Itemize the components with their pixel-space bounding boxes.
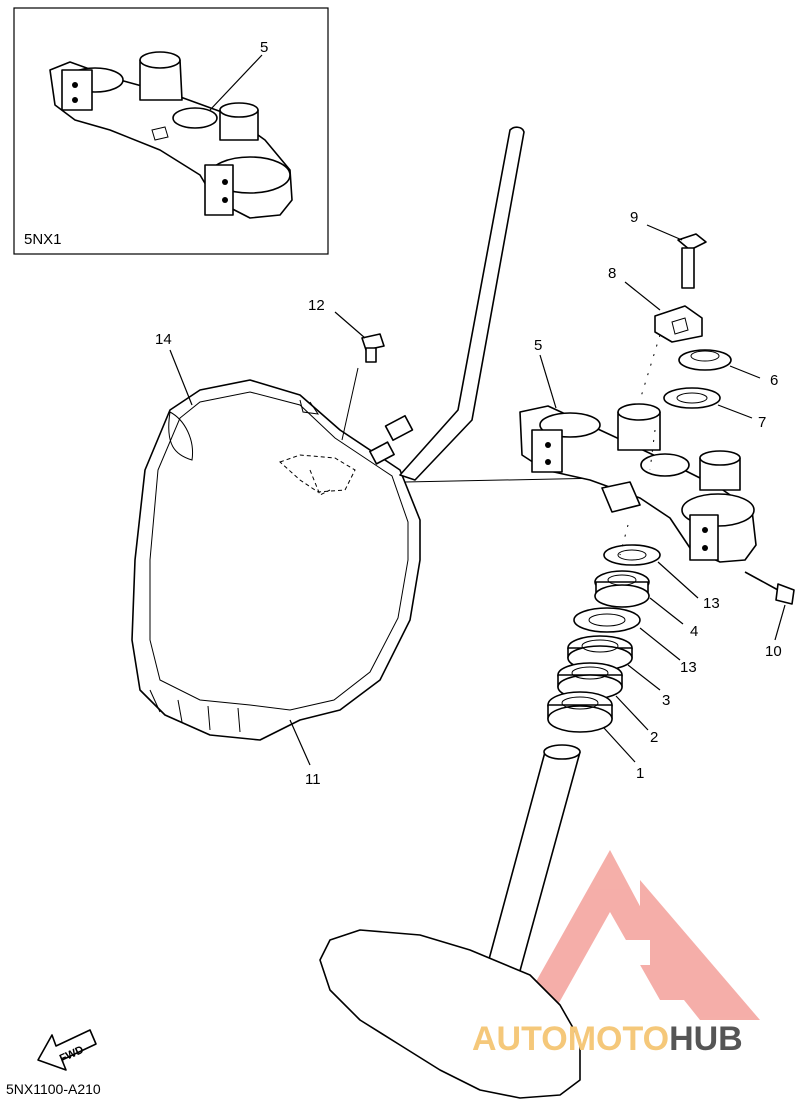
watermark-part1: AUTOMOTO bbox=[472, 1020, 669, 1058]
washer-13-upper bbox=[603, 544, 661, 566]
watermark-part2: HUB bbox=[669, 1020, 743, 1058]
diagram-code: 5NX1100-A210 bbox=[6, 1081, 101, 1097]
watermark-text: AUTOMOTOHUB bbox=[472, 1020, 743, 1058]
callout-2: 2 bbox=[650, 729, 658, 746]
callout-13-lower: 13 bbox=[680, 659, 697, 676]
bolt-9 bbox=[677, 233, 707, 289]
callout-11: 11 bbox=[305, 771, 321, 788]
callout-14: 14 bbox=[155, 331, 172, 348]
fwd-arrow: FWD bbox=[37, 1029, 97, 1071]
collar-6 bbox=[678, 349, 732, 371]
bolt-12 bbox=[361, 333, 385, 363]
clamp-cap-8 bbox=[654, 305, 703, 343]
callout-7: 7 bbox=[758, 414, 766, 431]
callout-13-upper: 13 bbox=[703, 595, 720, 612]
callout-12: 12 bbox=[308, 297, 325, 314]
callout-1: 1 bbox=[636, 765, 644, 782]
callout-3: 3 bbox=[662, 692, 670, 709]
plate-strap bbox=[369, 126, 525, 481]
callouts: 1 2 3 4 5 6 7 8 9 10 11 12 13 13 14 bbox=[155, 209, 782, 788]
callout-4: 4 bbox=[690, 623, 698, 640]
number-plate bbox=[131, 379, 421, 741]
steering-stem bbox=[319, 744, 581, 1099]
inset-model-label: 5NX1 bbox=[24, 231, 62, 248]
seal-1 bbox=[547, 691, 613, 733]
inset-upper-clamp bbox=[49, 51, 293, 219]
callout-9: 9 bbox=[630, 209, 638, 226]
callout-6: 6 bbox=[770, 372, 778, 389]
upper-clamp bbox=[519, 403, 757, 563]
bolt-10 bbox=[744, 571, 795, 605]
washer-13-lower bbox=[573, 607, 641, 633]
washer-7 bbox=[663, 387, 721, 409]
inset-panel: 5 5NX1 bbox=[13, 7, 329, 255]
callout-8: 8 bbox=[608, 265, 616, 282]
watermark-logo bbox=[520, 850, 760, 1020]
callout-5: 5 bbox=[534, 337, 542, 354]
plate-bracket-dashed bbox=[279, 454, 356, 496]
inset-callout-5: 5 bbox=[260, 39, 268, 56]
link-line bbox=[404, 477, 606, 483]
callout-10: 10 bbox=[765, 643, 782, 660]
ring-nut-4 bbox=[594, 570, 650, 608]
